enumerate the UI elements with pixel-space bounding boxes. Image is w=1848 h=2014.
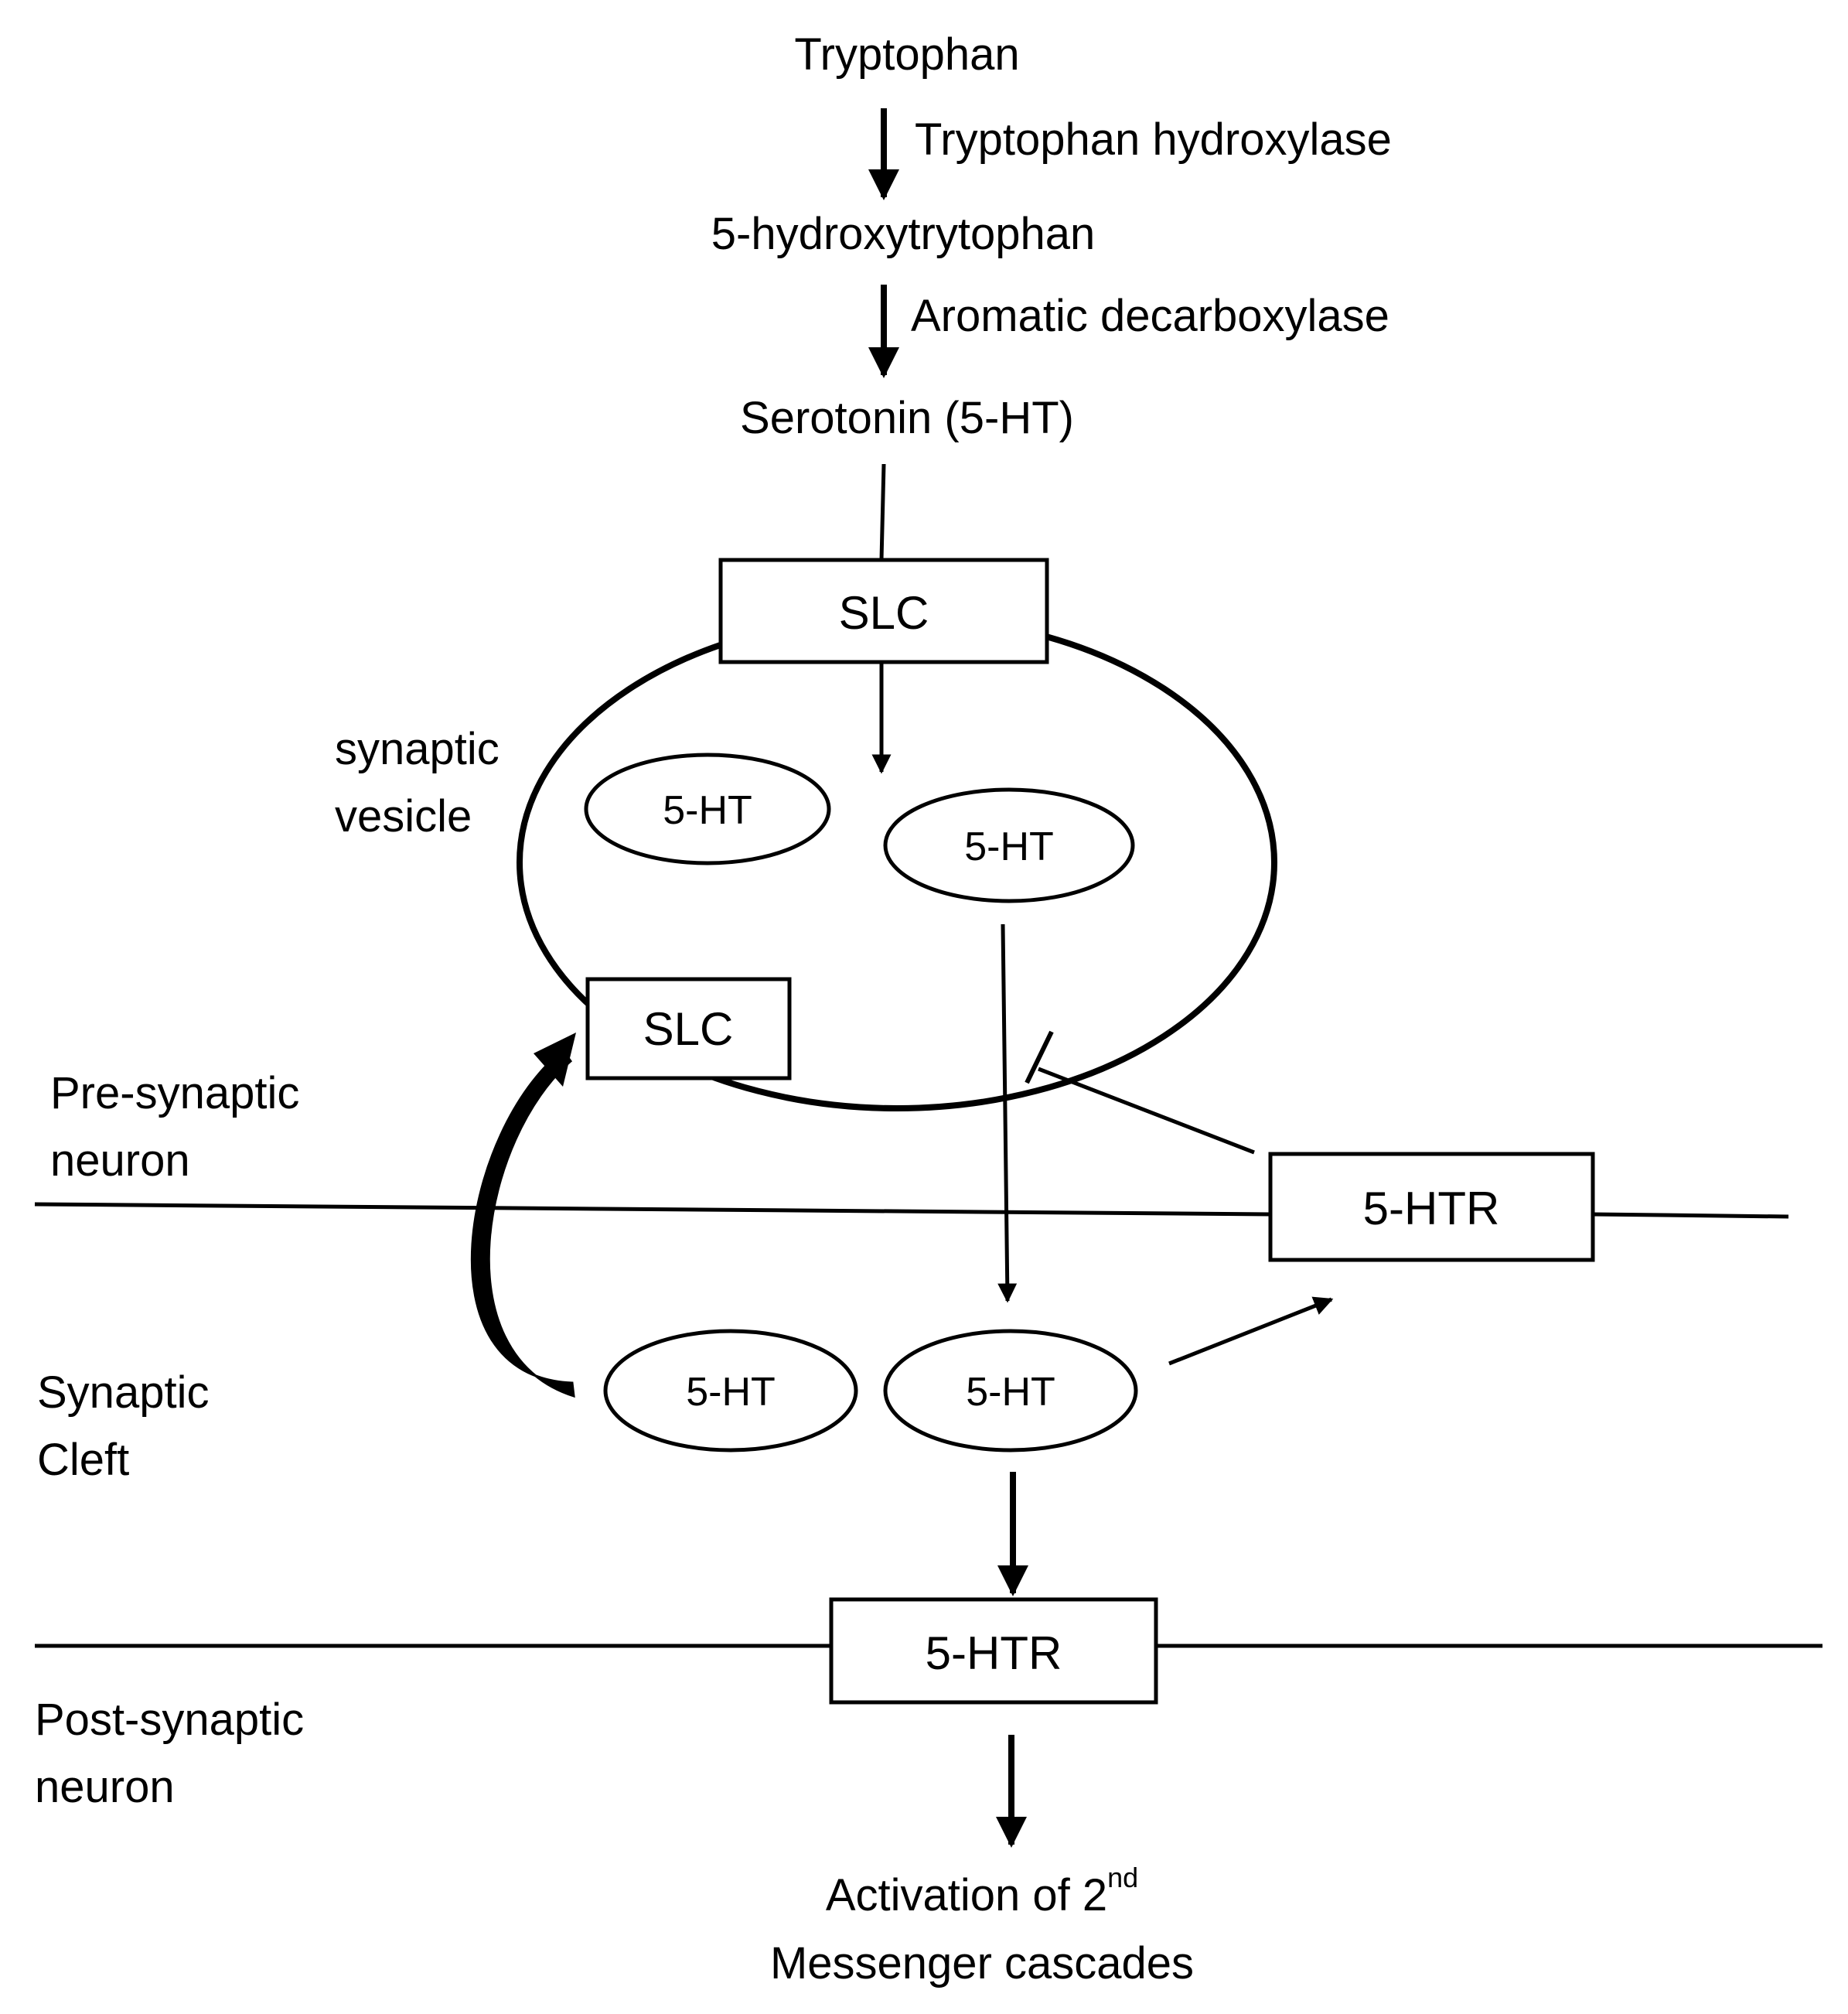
- presynaptic-membrane: [34, 1202, 1271, 1217]
- slc-bottom-label: SLC: [643, 1003, 734, 1055]
- postsynaptic-5htr-label: 5-HTR: [926, 1627, 1062, 1679]
- reuptake-arrowhead: [534, 1033, 576, 1087]
- presynaptic-5htr-box: [1268, 1152, 1595, 1262]
- slc-bottom-box: [585, 977, 792, 1080]
- cleft-5ht-right-label: 5-HT: [966, 1370, 1055, 1415]
- activation-label: Activation of 2nd: [826, 1862, 1138, 1920]
- vesicle-5ht-left: [584, 753, 831, 865]
- serotonin-label: Serotonin (5-HT): [740, 393, 1074, 443]
- cleft-5ht-left-label: 5-HT: [686, 1370, 776, 1415]
- slc-top-label: SLC: [839, 587, 929, 639]
- presynaptic-label-line2: neuron: [50, 1135, 190, 1186]
- arrow-to-presynaptic-receptor: [1168, 1296, 1334, 1366]
- cleft-5ht-right: [883, 1329, 1138, 1452]
- presynaptic-membrane-right: [1592, 1212, 1789, 1219]
- reuptake-curved-arrow: [471, 1048, 575, 1398]
- arrow-release-to-cleft: [997, 923, 1018, 1303]
- slc-top-box: [718, 558, 1049, 664]
- postsynaptic-label-line2: neuron: [35, 1762, 175, 1812]
- synaptic-vesicle-label-line1: synaptic: [335, 724, 500, 774]
- vesicle-5ht-right: [883, 787, 1135, 903]
- inhibition-bar: [1025, 1030, 1054, 1084]
- activation-superscript: nd: [1107, 1862, 1138, 1893]
- presynaptic-label-line1: Pre-synaptic: [50, 1068, 299, 1118]
- presynaptic-5htr-label: 5-HTR: [1363, 1183, 1500, 1234]
- cleft-5ht-left: [603, 1329, 858, 1452]
- inhibition-line: [1038, 1067, 1255, 1155]
- tryptophan-label: Tryptophan: [794, 29, 1019, 80]
- synaptic-cleft-label-line1: Synaptic: [37, 1367, 209, 1418]
- 5-hydroxytrytophan-label: 5-hydroxytrytophan: [711, 209, 1095, 259]
- vesicle-5ht-right-label: 5-HT: [964, 824, 1054, 869]
- tryptophan-hydroxylase-label: Tryptophan hydroxylase: [915, 114, 1392, 165]
- vesicle-5ht-left-label: 5-HT: [663, 788, 752, 833]
- serotonin-to-slc-line: [879, 463, 886, 561]
- activation-main: Activation of 2: [826, 1870, 1107, 1920]
- postsynaptic-label-line1: Post-synaptic: [35, 1695, 304, 1745]
- synaptic-vesicle-label-line2: vesicle: [335, 791, 472, 841]
- aromatic-decarboxylase-label: Aromatic decarboxylase: [911, 291, 1389, 341]
- messenger-cascades-label: Messenger cascades: [770, 1938, 1194, 1988]
- synaptic-cleft-label-line2: Cleft: [37, 1435, 129, 1485]
- postsynaptic-5htr-box: [829, 1597, 1158, 1705]
